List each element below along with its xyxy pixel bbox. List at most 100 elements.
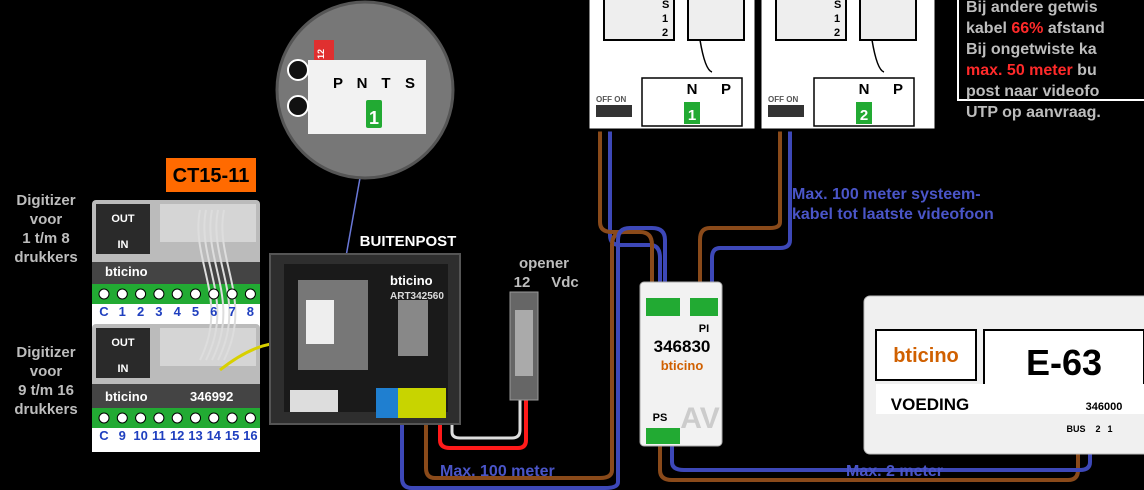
note-line-4: max. 50 meter bu: [966, 62, 1097, 79]
out-label-top: OUT: [111, 213, 135, 225]
digitizer1-line2: voor: [30, 211, 63, 228]
terminal-label-C: C: [99, 304, 109, 319]
terminal-label-1: 1: [119, 304, 126, 319]
av-model: 346830: [654, 337, 711, 356]
wire-brown-power: [658, 445, 1080, 482]
terminal-label-2: 2: [137, 304, 144, 319]
digitizer2-line1: Digitizer: [16, 344, 75, 361]
av-pi: PI: [699, 323, 709, 335]
wire-white-opener: [450, 390, 522, 440]
terminal-screw: [98, 288, 110, 300]
max2-label: Max. 2 meter: [846, 463, 943, 480]
buitenpost-brand: bticino: [390, 273, 433, 288]
wire-brown-riser-right: [698, 0, 782, 300]
supply-part: 346000: [1086, 401, 1123, 413]
door-opener: [509, 291, 539, 401]
zoom-term-S: S: [405, 75, 415, 92]
supply-bus-1: 1: [1107, 424, 1112, 434]
phone1-num: 1: [688, 107, 696, 124]
digitizer1-line3: 1 t/m 8: [22, 230, 70, 247]
zoom-one: 1: [369, 108, 379, 128]
terminal-label-5: 5: [192, 304, 199, 319]
terminal-screw: [208, 288, 220, 300]
supply-bus: BUS: [1066, 424, 1085, 434]
terminal-screw: [226, 288, 238, 300]
wire-blue-power: [670, 445, 1092, 472]
wires: [400, 0, 1092, 490]
av-brand: bticino: [661, 358, 704, 373]
note-line-2c: afstand: [1043, 20, 1104, 37]
terminal-screw: [153, 288, 165, 300]
max100-system-1: Max. 100 meter systeem-: [792, 186, 981, 203]
power-supply: [863, 295, 1144, 455]
digitizer2-line2: voor: [30, 363, 63, 380]
max100-label: Max. 100 meter: [440, 463, 555, 480]
terminal-screw: [190, 412, 201, 424]
zoom-detail: [275, 0, 455, 291]
terminal-screw: [244, 412, 256, 424]
phone2-offon: OFF ON: [768, 95, 798, 104]
digitizer2-line3: 9 t/m 16: [18, 382, 74, 399]
terminal-screw: [135, 412, 147, 424]
terminal-screw: [116, 288, 128, 300]
part-346992: 346992: [190, 389, 233, 404]
wire-blue-riser-left: [608, 0, 662, 300]
terminal-label-11: 11: [152, 428, 166, 443]
terminal-screw: [135, 288, 147, 300]
phone1-p: P: [721, 81, 731, 98]
phone2-2: 2: [834, 27, 840, 39]
note-line-6: UTP op aanvraag.: [966, 104, 1101, 121]
wire-red-opener: [438, 390, 528, 450]
terminal-label-9: 9: [119, 428, 126, 443]
note-line-2: kabel 66% afstand: [966, 20, 1105, 37]
zoom-term-T: T: [381, 75, 390, 92]
note-line-1: Bij andere getwis: [966, 0, 1098, 16]
terminal-label-6: 6: [210, 304, 217, 319]
supply-brand: bticino: [893, 345, 959, 367]
note-line-4b: bu: [1073, 62, 1097, 79]
videophone-2: [758, 0, 938, 132]
av-big: AV: [680, 402, 719, 435]
ribbon-cable: [197, 209, 237, 361]
note-line-3: Bij ongetwiste ka: [966, 41, 1097, 58]
opener-voltage-12: 12: [514, 274, 531, 291]
phone2-1: 1: [834, 13, 840, 25]
terminal-label-7: 7: [228, 304, 235, 319]
av-ps: PS: [653, 412, 668, 424]
brand-bottom: bticino: [105, 389, 148, 404]
note-line-2b: 66%: [1011, 20, 1043, 37]
terminal-screw: [116, 412, 128, 424]
terminal-screw: [171, 288, 183, 300]
terminal-screw: [208, 412, 220, 424]
terminal-screw: [244, 288, 256, 300]
art-number: ART342560: [390, 291, 444, 302]
opener-voltage-vdc: Vdc: [551, 274, 579, 291]
supply-bus-2: 2: [1095, 424, 1100, 434]
phone1-2: 2: [662, 27, 668, 39]
terminal-label-12: 12: [170, 428, 184, 443]
terminal-screw: [153, 412, 165, 424]
note-box: [957, 0, 1144, 101]
brand-top: bticino: [105, 264, 148, 279]
zoom-twelve: 12: [316, 49, 326, 59]
terminal-label-8: 8: [247, 304, 254, 319]
terminal-label-16: 16: [243, 428, 257, 443]
in-label-bottom: IN: [118, 363, 129, 375]
phone1-s: S: [662, 0, 669, 11]
terminal-label-3: 3: [155, 304, 162, 319]
phone1-1: 1: [662, 13, 668, 25]
terminal-screw: [98, 412, 110, 424]
terminal-label-10: 10: [133, 428, 147, 443]
phone2-num: 2: [860, 107, 868, 124]
phone2-s: S: [834, 0, 841, 11]
wire-brown-riser-left: [598, 0, 640, 234]
terminal-screw: [226, 412, 238, 424]
terminal-label-4: 4: [174, 304, 182, 319]
wire-blue-long: [400, 226, 667, 490]
note-line-5: post naar videofo: [966, 83, 1100, 100]
zoom-term-N: N: [357, 75, 368, 92]
av-module: [639, 281, 723, 447]
